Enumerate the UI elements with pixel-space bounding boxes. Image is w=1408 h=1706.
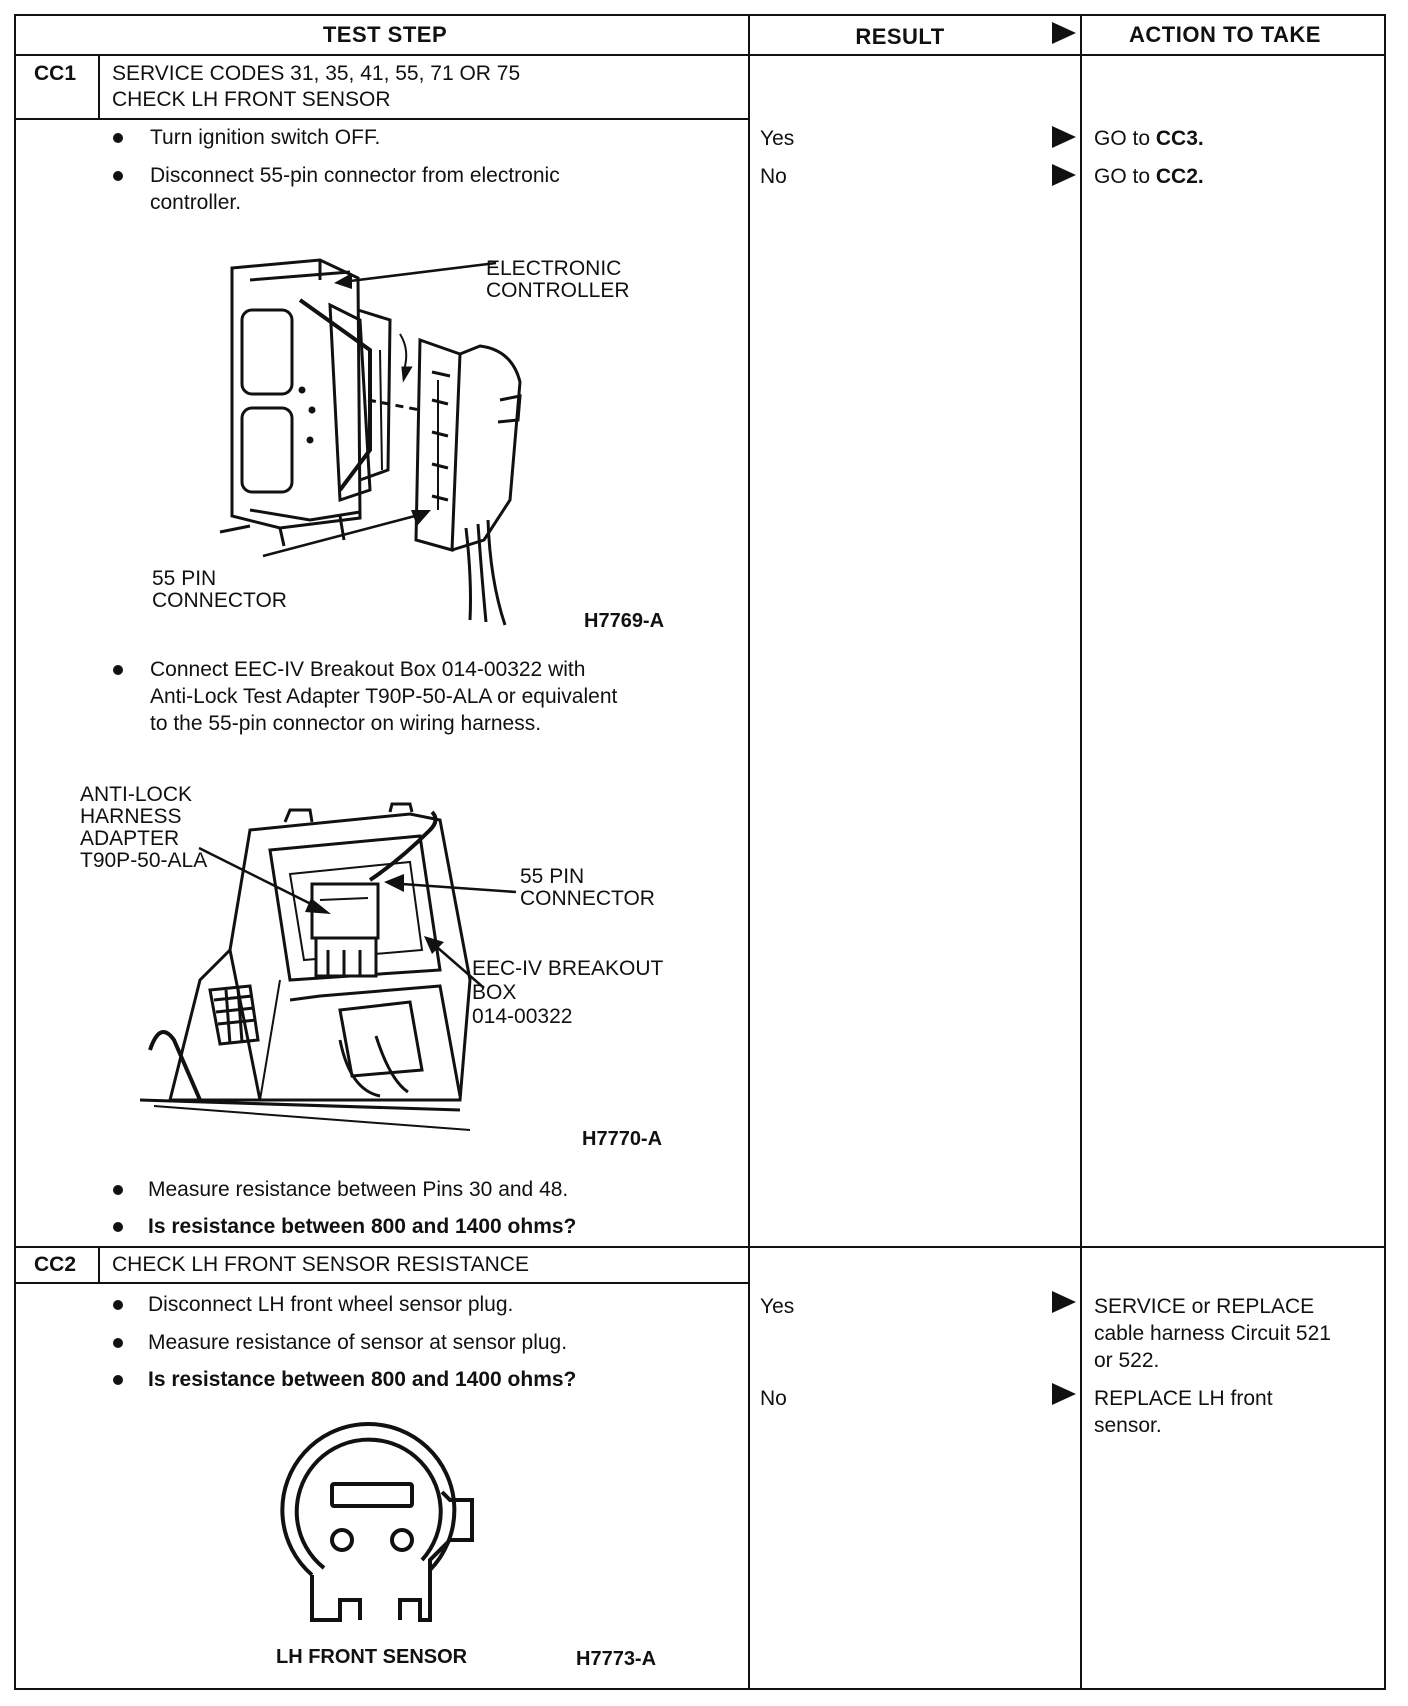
arrow-icon [1052, 126, 1076, 148]
cc1-title-divider [14, 118, 750, 120]
step-id-cc2: CC2 [34, 1253, 77, 1276]
figure-code-h7770: H7770-A [582, 1128, 663, 1150]
label-anti-lock-2: HARNESS [80, 805, 182, 828]
cc1-step-4: Measure resistance between Pins 30 and 4… [148, 1178, 569, 1201]
cc2-question: Is resistance between 800 and 1400 ohms? [148, 1368, 577, 1391]
cc2-action-no-line2: sensor. [1094, 1414, 1162, 1437]
leader-line [198, 846, 331, 914]
figure-code-h7773: H7773-A [576, 1648, 657, 1670]
leader-line [262, 510, 431, 558]
cc1-action-no[interactable]: GO to CC2. [1094, 163, 1204, 190]
sensor-label: LH FRONT SENSOR [276, 1646, 468, 1668]
cc1-result-yes: Yes [760, 127, 795, 150]
cc2-step-1: Disconnect LH front wheel sensor plug. [148, 1293, 514, 1316]
col-divider-action [1080, 14, 1082, 1690]
bullet-icon [113, 171, 123, 181]
bullet-icon [113, 133, 123, 143]
header-result: RESULT [855, 24, 945, 49]
bullet-icon [113, 665, 123, 675]
label-anti-lock-3: ADAPTER [80, 827, 180, 850]
leader-line [334, 261, 497, 289]
figure-code-h7769: H7769-A [584, 610, 665, 632]
arrow-icon [1052, 164, 1076, 186]
cc1-result-no: No [760, 165, 787, 188]
header-divider [14, 54, 1386, 56]
col-divider-result [748, 14, 750, 1690]
action-link-cc3[interactable]: CC3. [1155, 127, 1204, 150]
header-arrow-icon [1052, 22, 1076, 44]
cc1-step-3: Connect EEC-IV Breakout Box 014-00322 wi… [150, 658, 586, 681]
controller-illustration [219, 258, 522, 626]
leader-line [384, 874, 517, 894]
label-breakout-box-2: BOX [472, 981, 517, 1004]
cc1-step-2-cont: controller. [150, 191, 242, 214]
cc2-title-divider [14, 1282, 750, 1284]
cc2-action-yes-line2: cable harness Circuit 521 [1094, 1322, 1331, 1345]
cc2-step-2: Measure resistance of sensor at sensor p… [148, 1331, 568, 1354]
cc2-action-yes-line3: or 522. [1094, 1349, 1160, 1372]
label-electronic-controller-1: ELECTRONIC [486, 257, 622, 280]
cc2-top-divider [14, 1246, 1386, 1248]
cc1-step-3-cont2: to the 55-pin connector on wiring harnes… [150, 712, 542, 735]
label-anti-lock-4: T90P-50-ALA [80, 849, 208, 872]
arrow-icon [1052, 1291, 1076, 1313]
bullet-icon [113, 1185, 123, 1195]
action-link-cc2[interactable]: CC2. [1155, 165, 1204, 188]
bullet-icon [113, 1222, 123, 1232]
cc1-action-yes[interactable]: GO to CC3. [1094, 125, 1204, 152]
label-anti-lock-1: ANTI-LOCK [80, 783, 193, 806]
cc2-action-yes-line1: SERVICE or REPLACE [1094, 1295, 1315, 1318]
label-55-pin-connector-2: CONNECTOR [520, 887, 655, 910]
label-55-pin-2: CONNECTOR [152, 589, 287, 612]
bullet-icon [113, 1338, 123, 1348]
label-55-pin-1: 55 PIN [152, 567, 217, 590]
cc1-title-line1: SERVICE CODES 31, 35, 41, 55, 71 OR 75 [112, 62, 521, 85]
leader-line [424, 936, 485, 989]
action-prefix: GO to [1094, 165, 1156, 188]
cc2-action-no-line1: REPLACE LH front [1094, 1387, 1273, 1410]
label-breakout-box-3: 014-00322 [472, 1005, 573, 1028]
sensor-plug-illustration [280, 1422, 474, 1622]
cc2-title: CHECK LH FRONT SENSOR RESISTANCE [112, 1253, 529, 1276]
label-55-pin-connector-1: 55 PIN [520, 865, 585, 888]
cc1-title-line2: CHECK LH FRONT SENSOR [112, 88, 391, 111]
bullet-icon [113, 1300, 123, 1310]
arrow-icon [1052, 1383, 1076, 1405]
cc1-step-3-cont1: Anti-Lock Test Adapter T90P-50-ALA or eq… [150, 685, 618, 708]
cc1-step-1: Turn ignition switch OFF. [150, 126, 381, 149]
step-id-cc1: CC1 [34, 62, 77, 85]
cc2-result-yes: Yes [760, 1295, 795, 1318]
label-breakout-box-1: EEC-IV BREAKOUT [472, 957, 664, 980]
cc2-id-divider [98, 1246, 100, 1284]
cc1-question: Is resistance between 800 and 1400 ohms? [148, 1215, 577, 1238]
bullet-icon [113, 1375, 123, 1385]
diagnostic-table [14, 14, 1386, 1690]
cc2-result-no: No [760, 1387, 787, 1410]
header-test-step: TEST STEP [322, 22, 448, 47]
header-action: ACTION TO TAKE [1129, 22, 1321, 47]
cc1-step-2: Disconnect 55-pin connector from electro… [150, 164, 560, 187]
cc1-id-divider [98, 54, 100, 120]
label-electronic-controller-2: CONTROLLER [486, 279, 630, 302]
action-prefix: GO to [1094, 127, 1156, 150]
